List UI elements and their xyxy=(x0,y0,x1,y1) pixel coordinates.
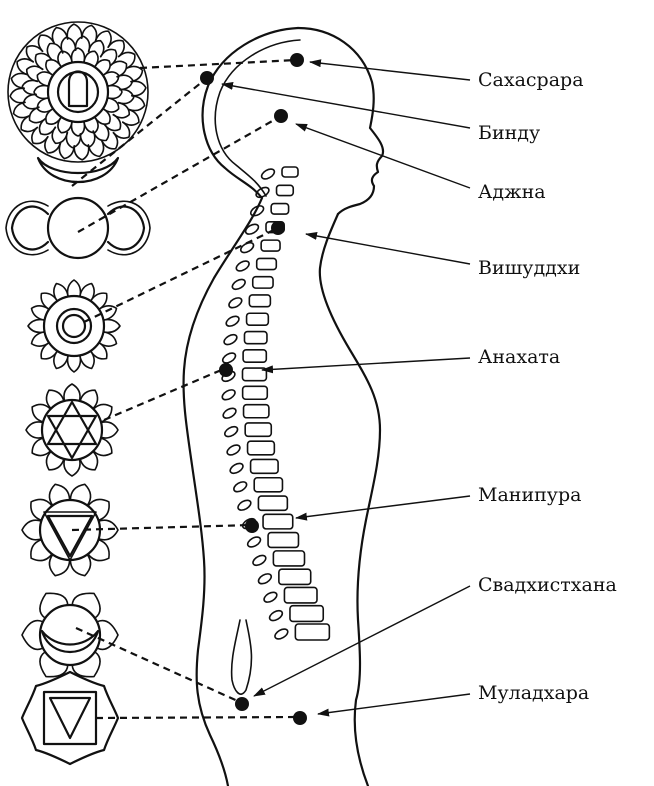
muladhara-square-triangle-icon xyxy=(22,672,118,764)
label-manipura: Манипура xyxy=(478,484,581,506)
vishuddhi-lotus-icon xyxy=(28,280,120,372)
label-anahata: Анахата xyxy=(478,346,560,368)
label-bindu: Бинду xyxy=(478,122,540,144)
dashed-connectors xyxy=(72,60,300,718)
label-svadhisthana: Свадхистхана xyxy=(478,574,617,596)
svadhisthana-crescent-icon xyxy=(22,593,118,676)
body-silhouette xyxy=(184,28,384,786)
spine xyxy=(220,167,329,694)
label-muladhara: Муладхара xyxy=(478,682,589,704)
anahata-hexagram-icon xyxy=(26,384,118,476)
sahasrara-lotus-icon xyxy=(8,22,148,162)
ajna-two-petal-icon xyxy=(6,198,150,258)
label-arrows xyxy=(222,62,470,714)
label-sahasrara: Сахасрара xyxy=(478,69,584,91)
chakra-labels: Сахасрара Бинду Аджна Вишуддхи Анахата М… xyxy=(478,69,617,704)
label-vishuddhi: Вишуддхи xyxy=(478,257,580,279)
label-ajna: Аджна xyxy=(478,181,546,203)
manipura-triangle-icon xyxy=(22,484,118,575)
